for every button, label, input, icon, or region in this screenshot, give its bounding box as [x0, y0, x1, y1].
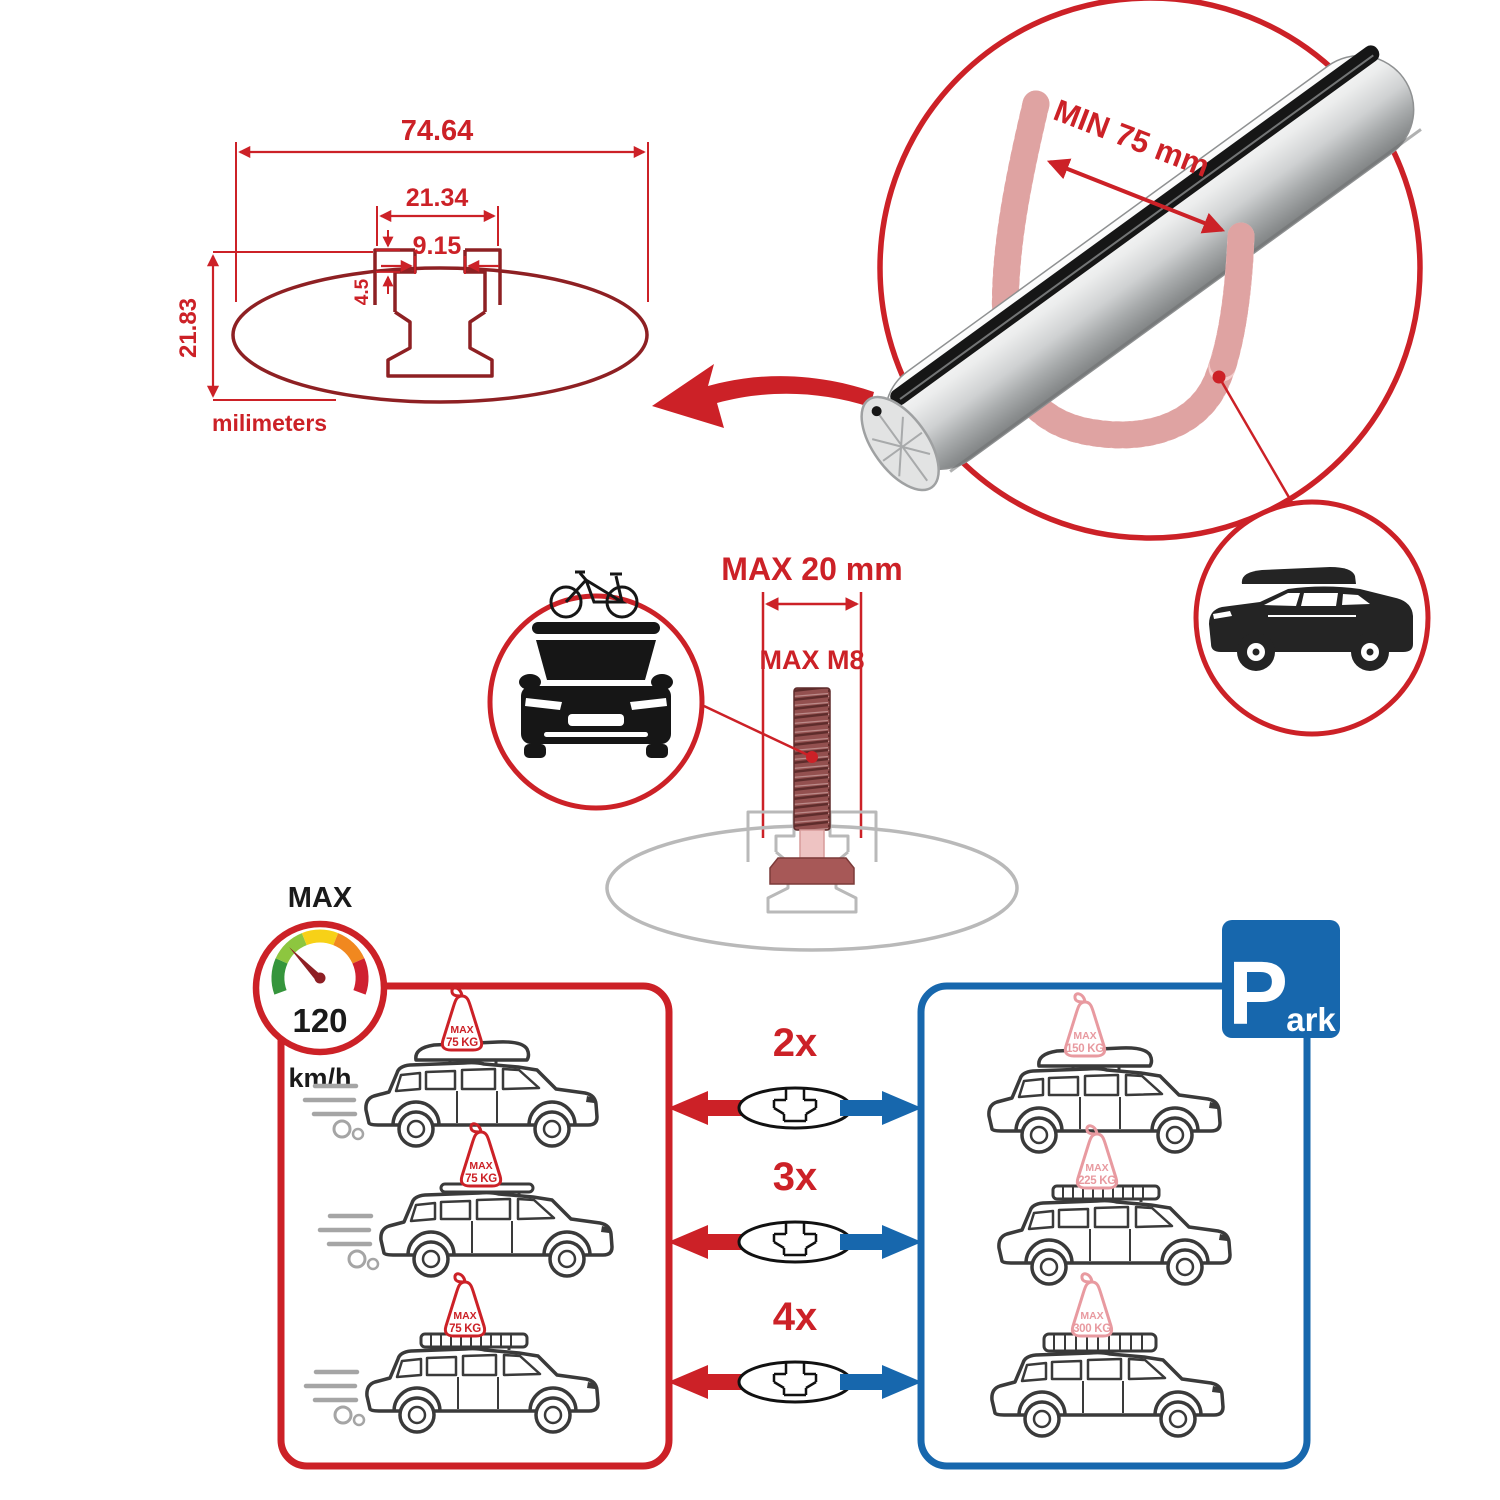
leader-to-suv	[1217, 376, 1296, 507]
crossbar-profile-icon	[737, 1220, 853, 1264]
bolt-spec: MAX 20 mm MAX M8	[605, 551, 1019, 952]
driving-zone-box	[277, 982, 673, 1470]
svg-text:150 KG: 150 KG	[1066, 1043, 1104, 1055]
dim-channel-width: 21.34	[406, 184, 469, 212]
load-sign: MAX 75 KG	[440, 986, 484, 1052]
pointer-arrow	[652, 364, 874, 428]
speed-value: 120	[292, 1002, 347, 1039]
detail-circle	[877, 0, 1423, 541]
svg-text:MAX: MAX	[453, 1310, 476, 1322]
multiplier-4x: 4x	[773, 1295, 818, 1339]
load-sign: MAX 150 KG	[1063, 992, 1107, 1058]
max-width-label: MAX 20 mm	[721, 551, 902, 587]
suv-roofbox-circle	[1193, 499, 1431, 737]
speed-unit: km/h	[288, 1063, 351, 1093]
svg-text:MAX: MAX	[1085, 1162, 1108, 1174]
svg-text:75 KG: 75 KG	[465, 1173, 497, 1185]
max-thread-label: MAX M8	[759, 645, 864, 675]
svg-text:MAX: MAX	[469, 1160, 492, 1172]
dimension-lines	[206, 142, 649, 401]
load-sign: MAX 300 KG	[1070, 1272, 1114, 1338]
svg-text:MAX: MAX	[1073, 1030, 1096, 1042]
bicycle-icon	[549, 570, 639, 619]
crossbar-profile-icon	[737, 1360, 853, 1404]
car-front-circle	[487, 570, 705, 811]
clamp-tape-front	[1208, 222, 1255, 382]
park-ark: ark	[1286, 1001, 1336, 1038]
multiplier-3x: 3x	[773, 1155, 818, 1199]
driving-car-3: MAX 75 KG	[306, 1272, 600, 1434]
driving-car-2: MAX 75 KG	[320, 1122, 614, 1278]
bar-detail: MIN 75 mm	[860, 0, 1423, 541]
parked-car-2: MAX 225 KG	[997, 1124, 1232, 1286]
leader-to-carfront	[703, 704, 811, 758]
dim-height: 21.83	[175, 298, 202, 358]
speed-max-label: MAX	[288, 882, 353, 914]
park-sign: P ark	[1222, 920, 1340, 1044]
park-p: P	[1228, 944, 1288, 1044]
svg-text:225 KG: 225 KG	[1078, 1175, 1116, 1187]
suv-with-roofbox	[1209, 567, 1413, 671]
dim-lip-depth: 4.5	[352, 278, 373, 305]
dim-outer-width: 74.64	[401, 115, 474, 147]
gauge-needle	[289, 947, 322, 982]
load-sign: MAX 75 KG	[443, 1272, 487, 1338]
roof-box	[1241, 567, 1356, 584]
speed-limit-gauge: MAX 120 km/h	[252, 882, 388, 1093]
min-span-arrow	[1046, 158, 1226, 234]
svg-text:75 KG: 75 KG	[446, 1037, 478, 1049]
car-front-icon	[519, 622, 673, 758]
svg-text:75 KG: 75 KG	[449, 1323, 481, 1335]
bolt-extension-lines	[761, 592, 863, 838]
technical-drawing: 74.64 21.34 9.15 4.5 21.83 milimeters	[175, 115, 649, 436]
driving-car-1: MAX 75 KG	[305, 986, 599, 1148]
units-label: milimeters	[212, 410, 327, 436]
crossbar-profile-icon	[737, 1086, 853, 1130]
parked-car-3: MAX 300 KG	[990, 1272, 1225, 1438]
multiplier-2x: 2x	[773, 1021, 818, 1065]
bolt-marker-dot	[806, 751, 818, 763]
bar-count-column: 2x 3x 4x	[668, 1021, 922, 1404]
svg-text:MAX: MAX	[450, 1024, 473, 1036]
load-sign: MAX 75 KG	[459, 1122, 503, 1188]
parked-car-1: MAX 150 KG	[987, 992, 1222, 1154]
svg-text:MAX: MAX	[1080, 1310, 1103, 1322]
gauge-arcs	[271, 929, 369, 995]
dim-slot-width: 9.15	[413, 232, 462, 260]
parked-zone-box	[917, 982, 1311, 1470]
svg-text:300 KG: 300 KG	[1073, 1323, 1111, 1335]
load-sign: MAX 225 KG	[1075, 1124, 1119, 1190]
